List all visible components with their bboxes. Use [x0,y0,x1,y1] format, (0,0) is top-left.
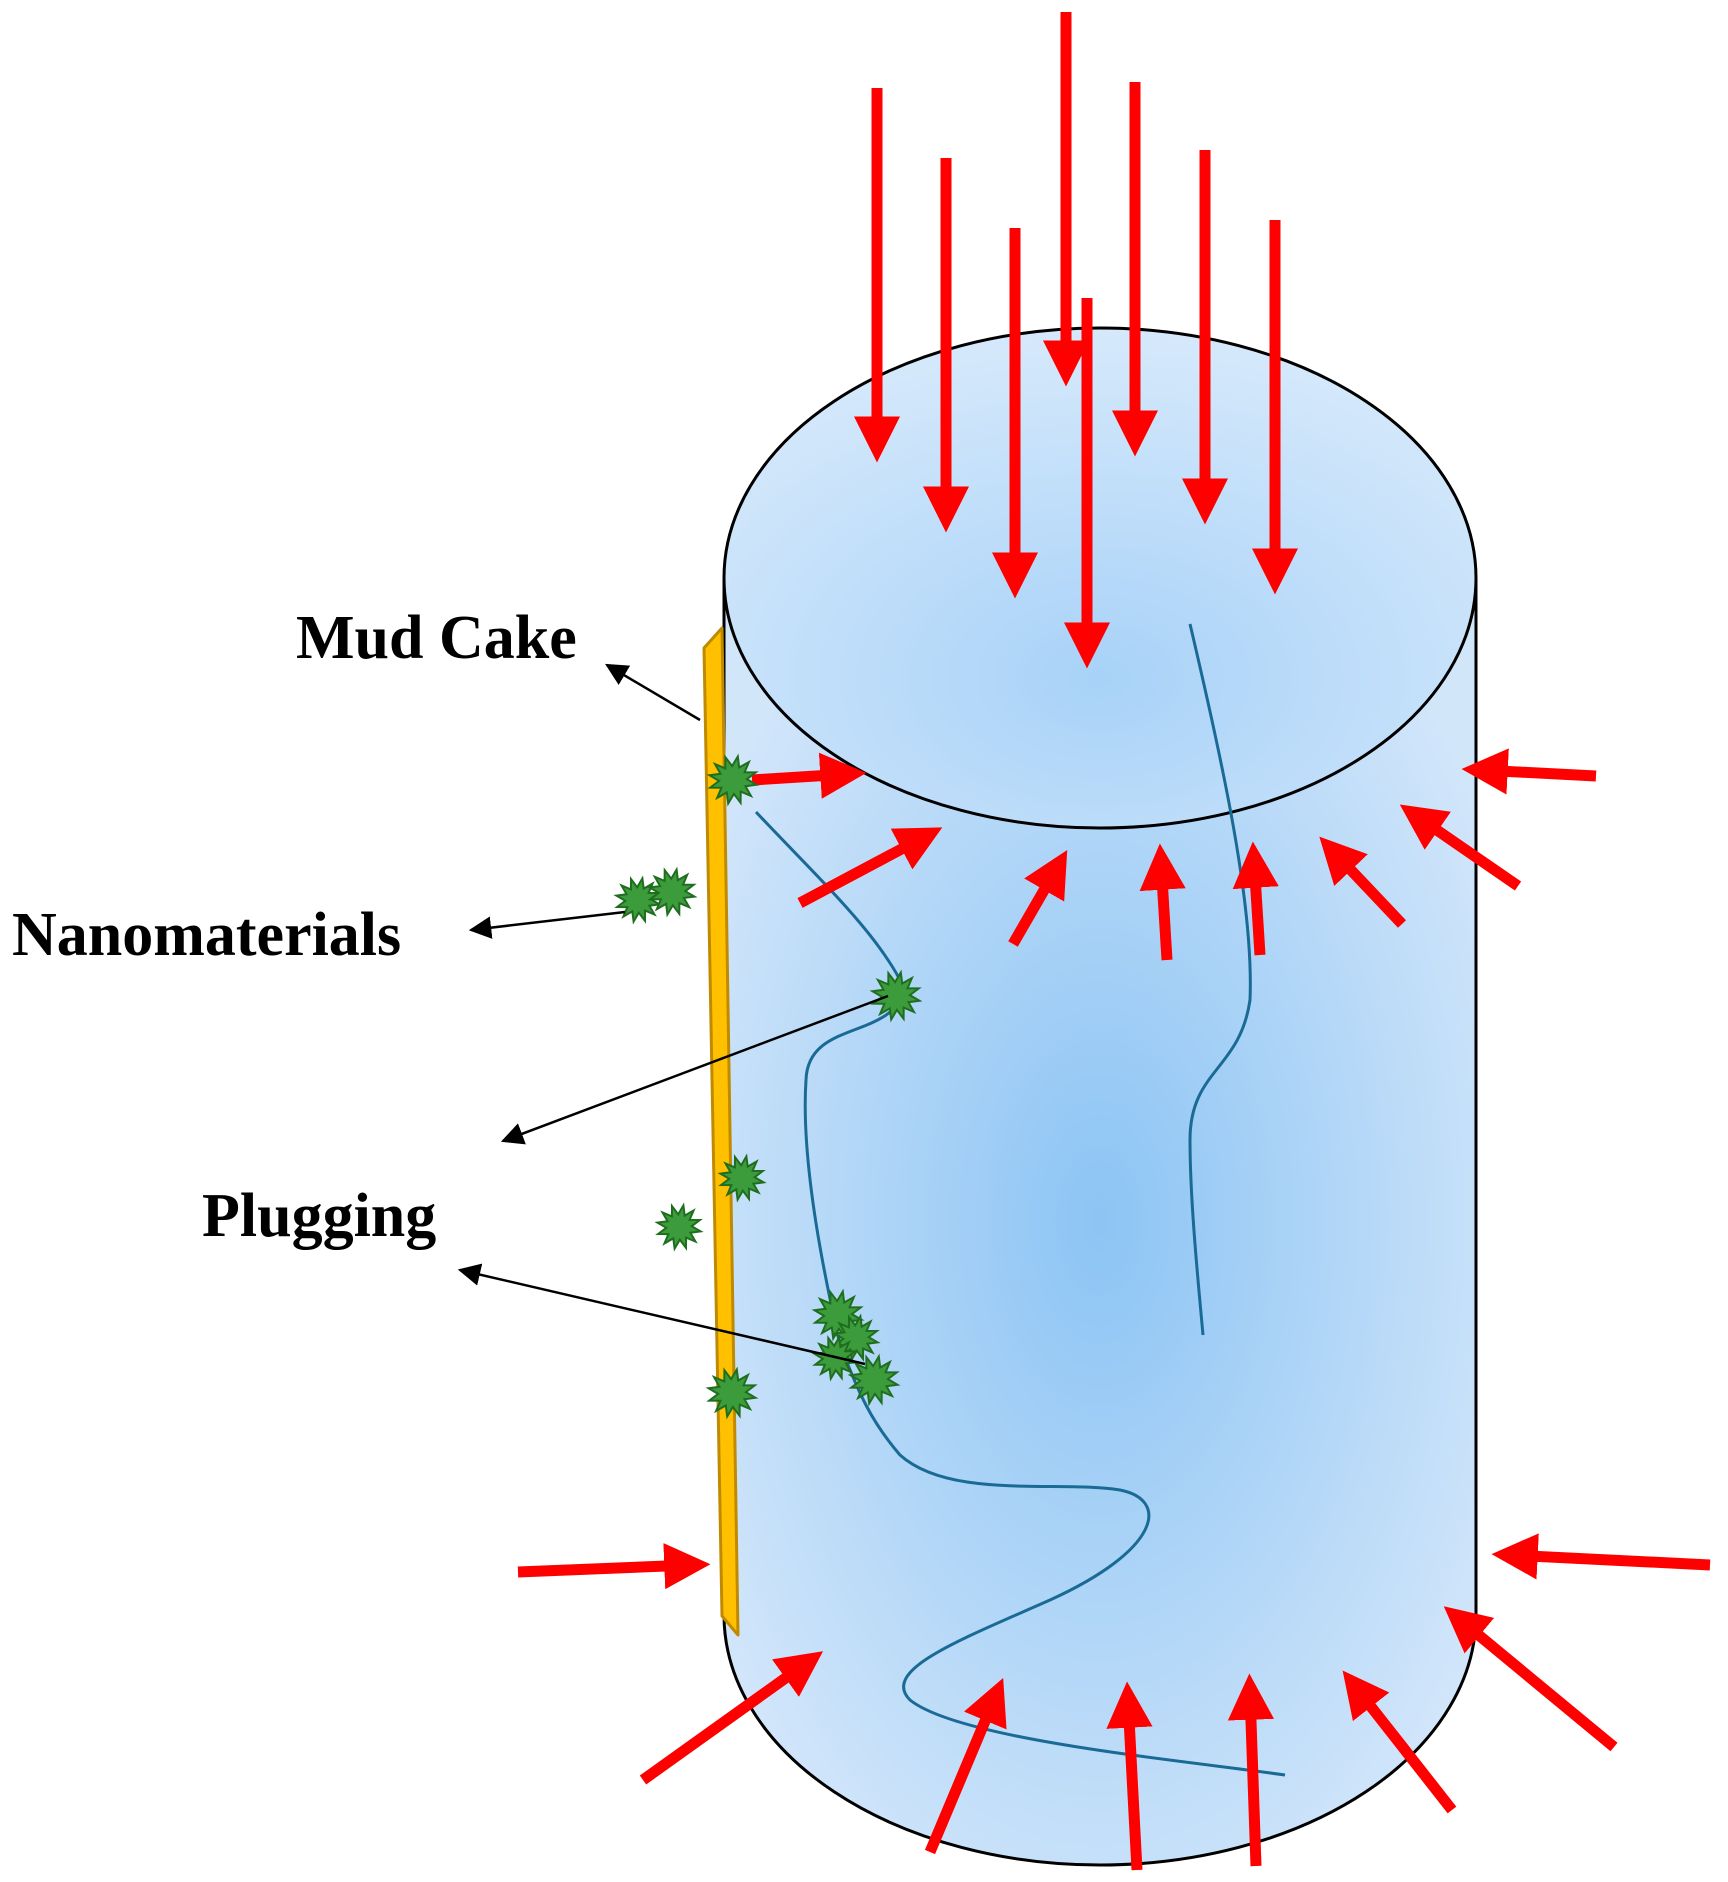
stress-arrow [1232,841,1279,956]
stress-arrow [1491,1533,1711,1580]
fractures [754,623,1286,1777]
stress-arrow [1399,804,1522,891]
nanomaterials-label: Nanomaterials [12,901,401,969]
upper-confining-arrows [751,748,1597,961]
stress-arrow [1443,1606,1618,1752]
cylinder-top-face [722,326,1478,830]
stress-arrow [639,1651,824,1785]
stress-arrow [1461,748,1597,795]
fracture-line-upper [1188,623,1252,1336]
nanoparticle-icon [717,1153,767,1203]
cylinder-body [722,576,1478,1867]
plugging-label: Plugging [202,1182,436,1250]
nanoparticle-icon [847,1353,901,1407]
lower-confining-arrows [517,1533,1711,1871]
fracture-line-lower [754,810,1286,1777]
stress-arrow [797,827,943,908]
stress-arrow [924,1677,1007,1855]
nanoparticle-icon [705,1366,759,1420]
nanoparticle-icon [869,969,923,1023]
stress-arrow [517,1543,711,1590]
nanoparticle-icon [646,866,698,918]
stress-arrow [1342,1670,1457,1814]
mud-cake-pointer [605,663,701,722]
nanoparticle-icon [654,1202,704,1252]
vertical-stress-arrows [853,12,1299,669]
plugging-pointer-lower [457,1263,866,1366]
stress-arrow [1106,1681,1153,1871]
nanomaterials-pointer [468,910,626,939]
nanoparticle-icon [706,753,760,807]
plugging-pointer-upper [500,994,889,1145]
rock-cylinder [722,326,1478,1867]
stress-arrow [1008,849,1068,947]
nanoparticle-icon [613,875,663,925]
stress-arrow [1227,1673,1275,1867]
stress-arrow [751,752,867,799]
stress-arrow [1139,843,1186,961]
mud-cake-label: Mud Cake [296,604,577,672]
nanoparticles [613,753,923,1420]
label-pointers [457,663,889,1366]
stress-arrow [1319,836,1406,928]
